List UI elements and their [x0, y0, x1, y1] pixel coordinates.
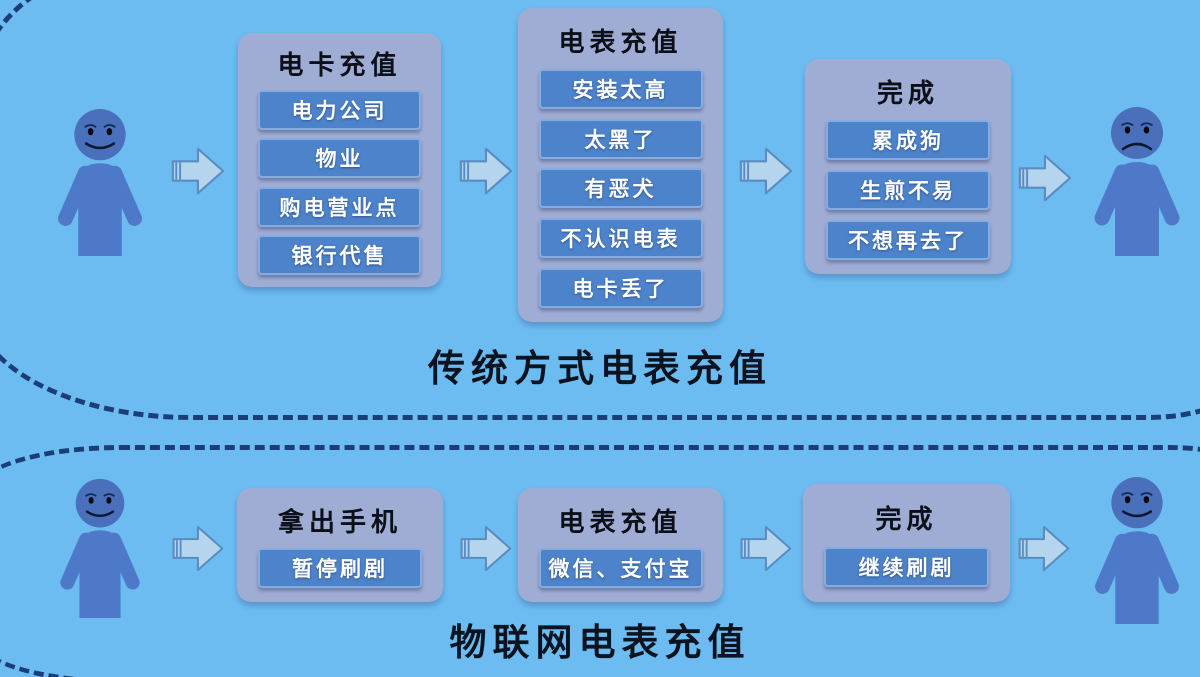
- arrow-right-icon: [167, 143, 227, 199]
- happy-person-icon: [50, 478, 150, 618]
- happy-person-icon: [50, 108, 150, 256]
- step-item: 安装太高: [538, 68, 703, 109]
- arrow-right-icon: [168, 521, 226, 576]
- arrow-right-icon: [455, 143, 515, 199]
- step-item: 生煎不易: [825, 170, 991, 210]
- step-box-meter-recharge-iot: 电表充值 微信、支付宝: [518, 488, 723, 602]
- step-box-header: 电表充值: [558, 507, 683, 538]
- bottom-section-dashed-border: [0, 445, 1200, 677]
- step-box-header: 电卡充值: [277, 51, 402, 82]
- step-item: 有恶犬: [538, 168, 703, 209]
- bottom-section-title: 物联网电表充值: [449, 621, 751, 664]
- arrow-right-icon: [735, 143, 795, 199]
- step-item: 电力公司: [258, 90, 421, 131]
- step-box-meter-recharge: 电表充值 安装太高 太黑了 有恶犬 不认识电表 电卡丢了: [518, 8, 723, 322]
- step-box-header: 完成: [875, 505, 938, 535]
- step-box-finish: 完成 累成狗 生煎不易 不想再去了: [805, 59, 1011, 274]
- step-item: 不认识电表: [538, 218, 703, 259]
- step-box-finish-iot: 完成 继续刷剧: [803, 484, 1010, 602]
- arrow-right-icon: [736, 521, 794, 576]
- step-box-take-phone: 拿出手机 暂停刷剧: [237, 488, 443, 602]
- step-box-card-recharge: 电卡充值 电力公司 物业 购电营业点 银行代售: [238, 33, 441, 287]
- step-item: 继续刷剧: [823, 547, 990, 587]
- step-item: 购电营业点: [258, 186, 421, 227]
- arrow-right-icon: [1014, 150, 1074, 206]
- step-box-header: 拿出手机: [277, 507, 402, 538]
- step-item: 物业: [258, 138, 421, 179]
- step-item: 暂停刷剧: [257, 548, 423, 589]
- arrow-right-icon: [1014, 521, 1072, 576]
- step-item: 银行代售: [258, 234, 421, 275]
- step-box-header: 电表充值: [558, 27, 683, 58]
- happy-person-icon: [1086, 476, 1188, 624]
- top-section-dashed-border: [0, 0, 1200, 420]
- step-item: 微信、支付宝: [538, 548, 703, 589]
- sad-person-icon: [1086, 106, 1188, 256]
- step-box-header: 完成: [876, 79, 939, 109]
- step-item: 太黑了: [538, 118, 703, 159]
- step-item: 累成狗: [825, 120, 991, 160]
- step-item: 不想再去了: [825, 220, 991, 260]
- step-item: 电卡丢了: [538, 268, 703, 309]
- top-section-title: 传统方式电表充值: [428, 347, 772, 390]
- arrow-right-icon: [456, 521, 514, 576]
